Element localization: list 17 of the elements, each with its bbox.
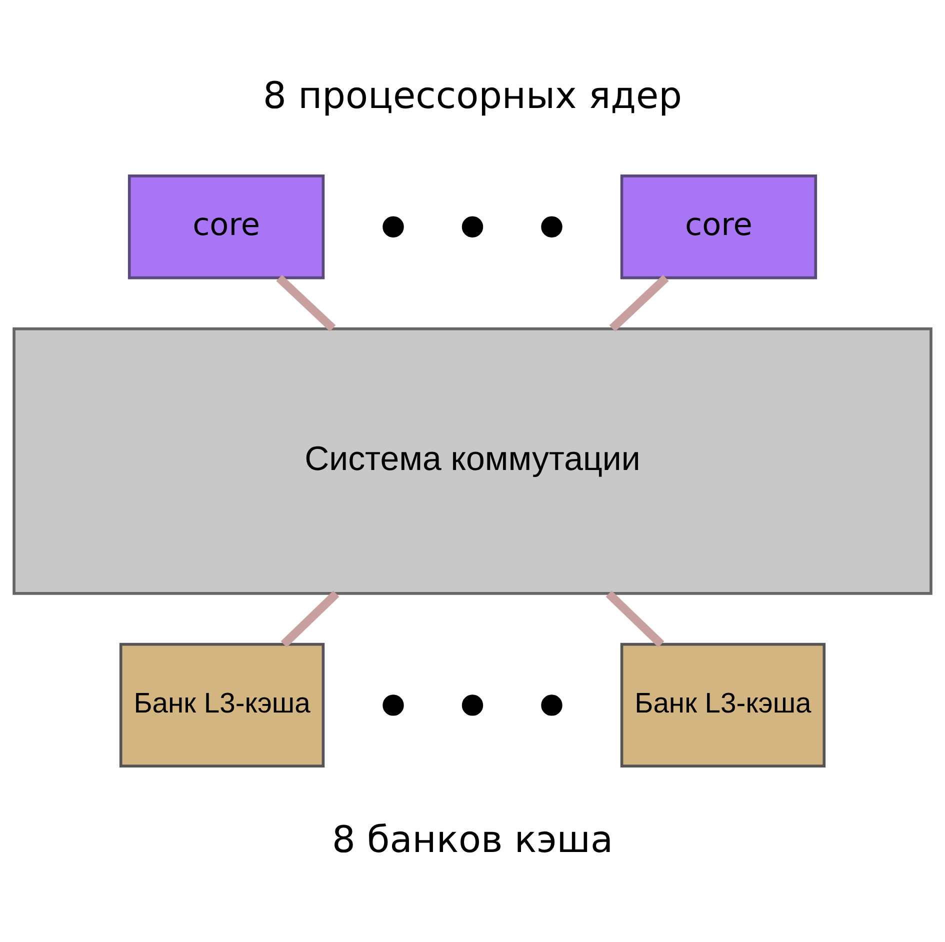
node-box: Система коммутации [12, 327, 932, 595]
node-circle [541, 694, 562, 716]
node-box: Банк L3-кэша [119, 642, 325, 768]
node-circle [382, 216, 404, 238]
node-circle [462, 216, 484, 238]
connector [280, 590, 340, 648]
node-circle [541, 216, 562, 238]
node-circle [382, 694, 404, 716]
connector [276, 274, 336, 332]
node-box: core [128, 174, 325, 280]
label: 8 банков кэша [332, 818, 614, 862]
node-circle [462, 694, 484, 716]
connector [609, 274, 669, 332]
connector [606, 590, 664, 648]
node-box: core [620, 174, 818, 280]
node-box: Банк L3-кэша [620, 642, 826, 768]
label: 8 процессорных ядер [262, 74, 682, 117]
